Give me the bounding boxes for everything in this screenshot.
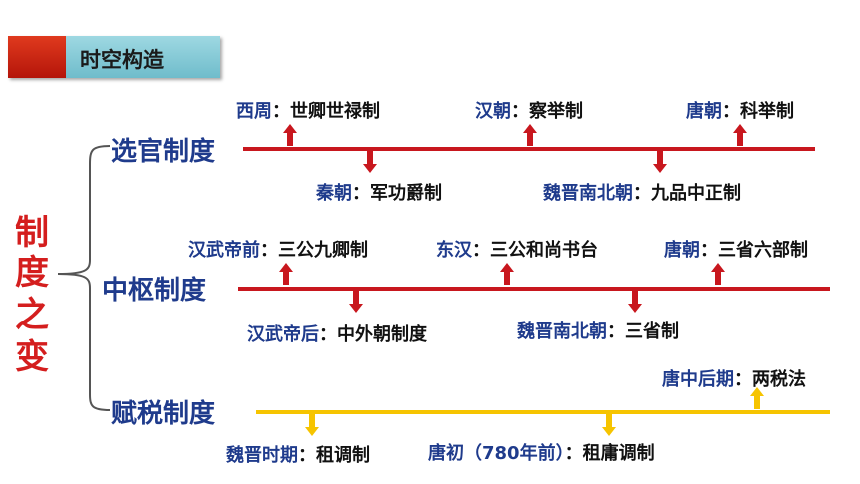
arrow-up-icon [279, 263, 293, 285]
arrow-up-icon [283, 124, 297, 146]
event-system: 军功爵制 [370, 183, 442, 204]
event-label: 魏晋时期：租调制 [226, 441, 370, 467]
event-era: 汉朝 [475, 101, 511, 122]
event-era: 魏晋时期 [226, 445, 298, 466]
event-separator: ： [352, 183, 370, 204]
event-system: 科举制 [740, 101, 794, 122]
event-era: 唐朝 [664, 240, 700, 261]
category-central: 中枢制度 [102, 276, 207, 306]
timeline-central [238, 287, 830, 291]
event-label: 唐中后期：两税法 [662, 365, 806, 391]
event-label: 唐朝：三省六部制 [664, 236, 808, 262]
event-era: 东汉 [436, 240, 472, 261]
event-label: 唐朝：科举制 [686, 97, 794, 123]
brace-connector [57, 145, 111, 411]
main-title-char-4: 变 [15, 337, 49, 377]
arrow-down-icon [349, 291, 363, 313]
event-era: 魏晋南北朝 [543, 183, 633, 204]
event-system: 租调制 [316, 445, 370, 466]
event-system: 三公和尚书台 [490, 240, 598, 261]
event-separator: ： [272, 101, 290, 122]
event-separator: ： [633, 183, 651, 204]
event-label: 魏晋南北朝：三省制 [517, 317, 679, 343]
event-separator: ： [607, 321, 625, 342]
event-system: 三省六部制 [718, 240, 808, 261]
timeline-tax [256, 410, 830, 414]
category-selection: 选官制度 [111, 137, 216, 167]
event-era: 汉武帝后 [247, 324, 319, 345]
event-system: 九品中正制 [651, 183, 741, 204]
event-label: 魏晋南北朝：九品中正制 [543, 179, 741, 205]
event-separator: ： [722, 101, 740, 122]
event-separator: ： [564, 443, 583, 464]
header-banner [66, 36, 220, 78]
event-label: 东汉：三公和尚书台 [436, 236, 598, 262]
header-title: 时空构造 [80, 48, 164, 72]
event-system: 察举制 [529, 101, 583, 122]
event-era: 西周 [236, 101, 272, 122]
event-system: 三公九卿制 [278, 240, 368, 261]
event-separator: ： [511, 101, 529, 122]
event-label: 汉朝：察举制 [475, 97, 583, 123]
arrow-down-icon [602, 414, 616, 436]
main-title-char-1: 制 [15, 213, 49, 253]
event-system: 三省制 [625, 321, 679, 342]
event-label: 汉武帝后：中外朝制度 [247, 320, 427, 346]
event-system: 两税法 [752, 369, 806, 390]
event-era: 唐中后期 [662, 369, 734, 390]
event-label: 秦朝：军功爵制 [316, 179, 442, 205]
event-separator: ： [734, 369, 752, 390]
header-accent-block [8, 36, 66, 78]
event-era: 汉武帝前 [188, 240, 260, 261]
arrow-down-icon [628, 291, 642, 313]
arrow-up-icon [500, 263, 514, 285]
event-system: 中外朝制度 [337, 324, 427, 345]
arrow-up-icon [711, 263, 725, 285]
event-separator: ： [298, 445, 316, 466]
event-separator: ： [260, 240, 278, 261]
event-era: 唐朝 [686, 101, 722, 122]
arrow-up-icon [750, 387, 764, 409]
event-label: 西周：世卿世禄制 [236, 97, 380, 123]
event-separator: ： [700, 240, 718, 261]
event-era: 秦朝 [316, 183, 352, 204]
event-era: 魏晋南北朝 [517, 321, 607, 342]
event-label: 汉武帝前：三公九卿制 [188, 236, 368, 262]
event-label: 唐初（780年前）：租庸调制 [428, 439, 655, 465]
arrow-down-icon [653, 151, 667, 173]
event-separator: ： [472, 240, 490, 261]
timeline-selection [243, 147, 815, 151]
arrow-down-icon [305, 414, 319, 436]
event-separator: ： [319, 324, 337, 345]
arrow-up-icon [523, 124, 537, 146]
main-title-char-3: 之 [15, 295, 49, 335]
arrow-down-icon [363, 151, 377, 173]
event-system: 世卿世禄制 [290, 101, 380, 122]
category-tax: 赋税制度 [111, 399, 216, 429]
event-system: 租庸调制 [582, 443, 655, 464]
event-era: 唐初（780年前） [428, 443, 565, 464]
arrow-up-icon [733, 124, 747, 146]
main-title-char-2: 度 [15, 253, 49, 293]
